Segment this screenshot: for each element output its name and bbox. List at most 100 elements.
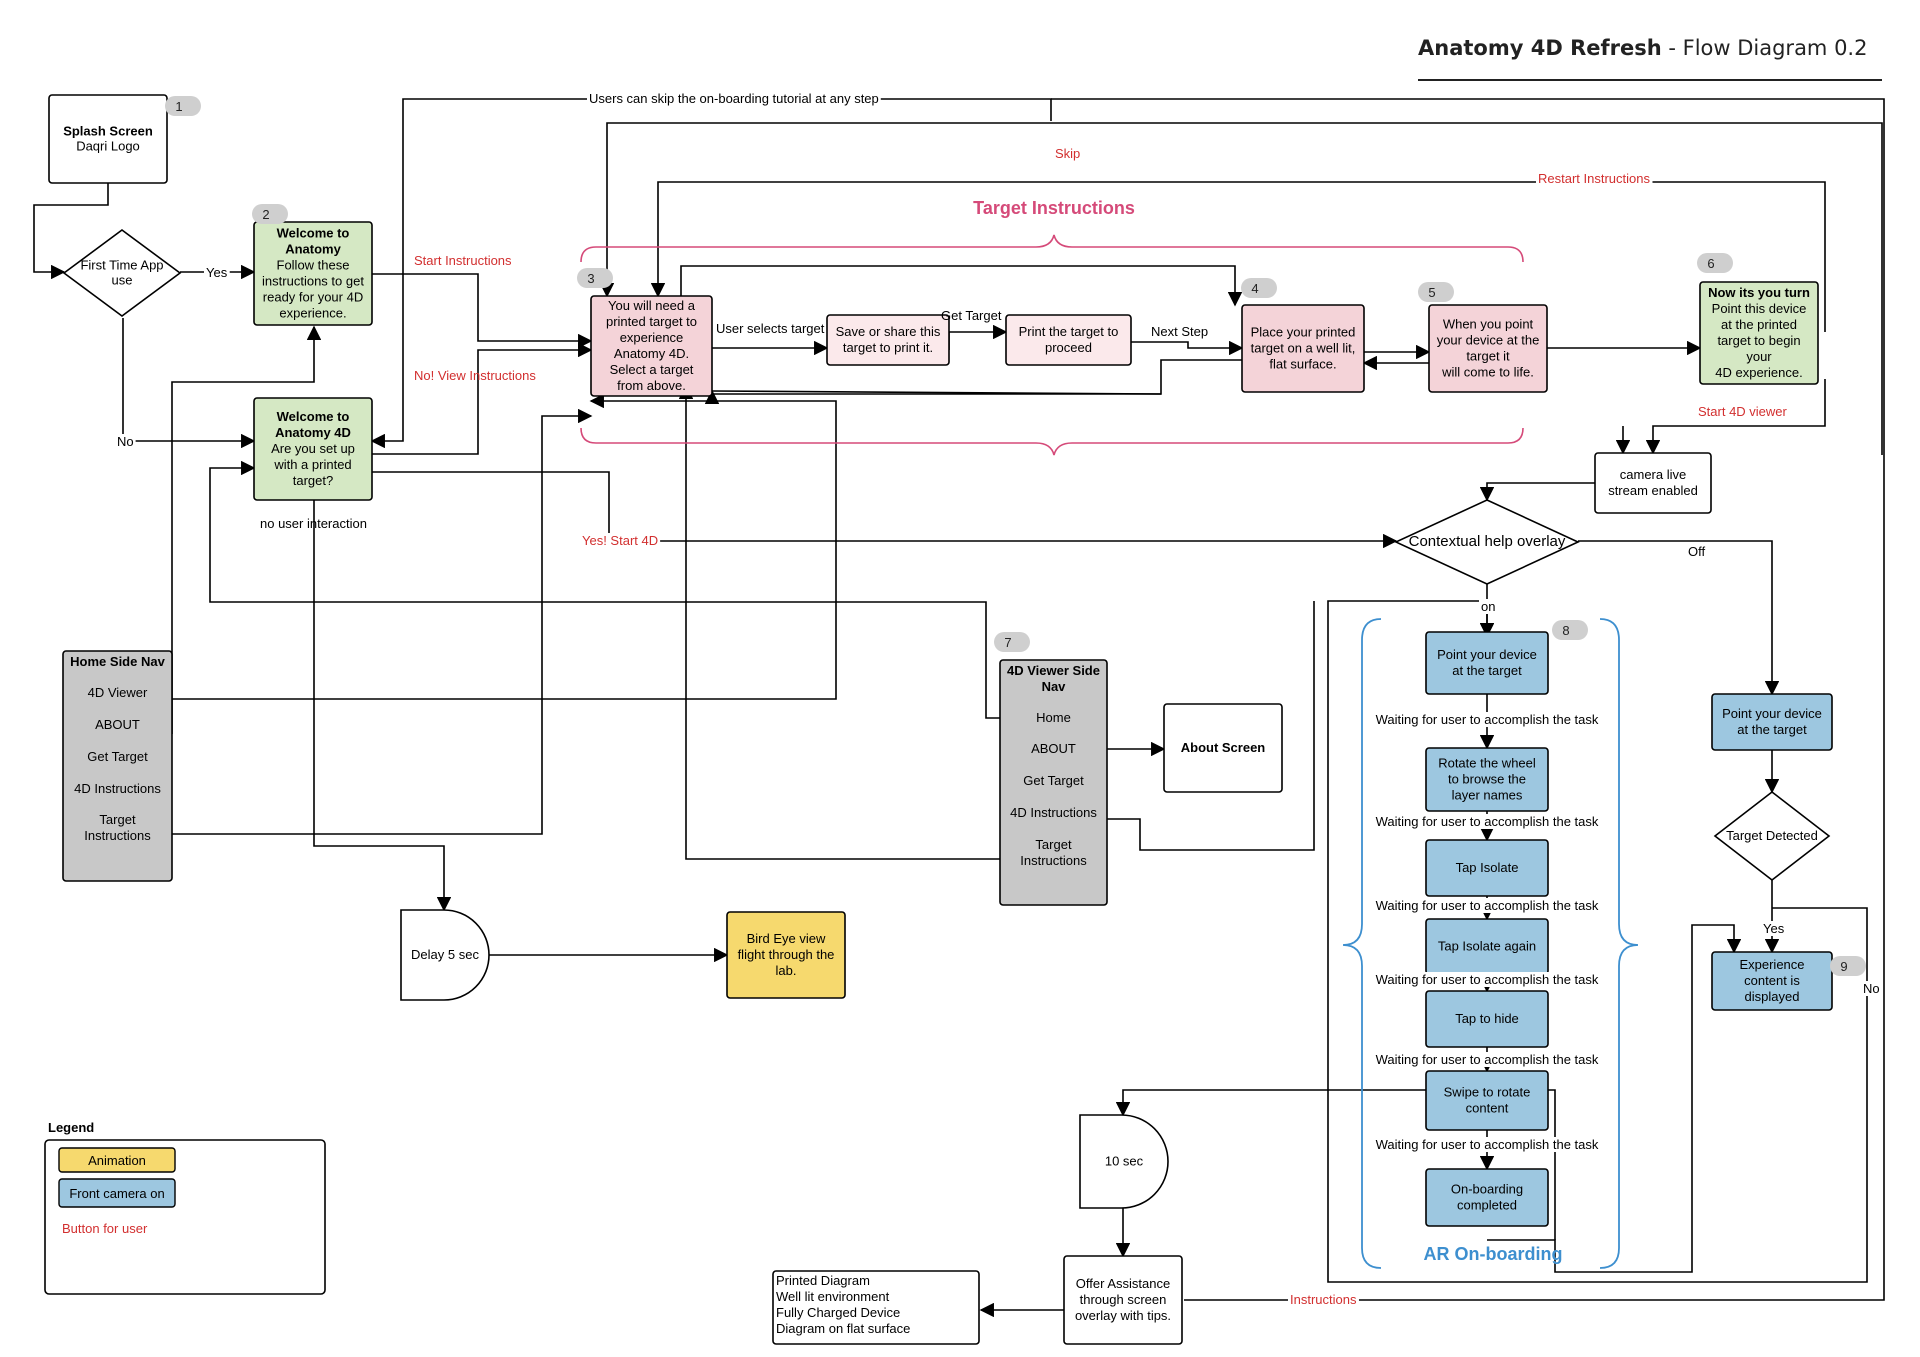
node-contextual: Contextual help overlay	[1394, 499, 1580, 585]
nav-item: Instructions	[1020, 853, 1087, 868]
node-text: will come to life.	[1441, 365, 1534, 380]
node-text: overlay with tips.	[1075, 1308, 1171, 1323]
label-yes-start: Yes! Start 4D	[582, 533, 658, 548]
node-text: Diagram on flat surface	[776, 1321, 910, 1336]
connector-viewer-nav-4dinstr	[1107, 601, 1315, 851]
connector-viewer-nav-target	[678, 384, 1000, 860]
node-box	[1425, 1070, 1549, 1131]
node-ob-hide: Tap to hide	[1425, 990, 1549, 1048]
connector-restart	[650, 181, 1826, 332]
node-text: Tap Isolate again	[1438, 939, 1536, 954]
label-target-instructions: Target Instructions	[973, 198, 1135, 218]
node-text: content is	[1744, 973, 1800, 988]
connector-skip-to-need	[599, 122, 1883, 455]
badge-background	[994, 632, 1030, 652]
label-background	[580, 533, 661, 548]
node-text: Fully Charged Device	[776, 1305, 900, 1320]
node-text: lab.	[776, 963, 797, 978]
node-text: printed target to	[606, 314, 697, 329]
label-background	[1861, 981, 1882, 996]
brace-ar-onboarding	[1342, 618, 1639, 1269]
badge-number: 7	[1004, 635, 1011, 650]
node-text: Splash Screen	[63, 124, 153, 139]
title-underline	[1418, 79, 1882, 81]
connector-nav-to-welcome	[171, 325, 322, 734]
node-text: Daqri Logo	[76, 139, 140, 154]
node-text: Welcome to	[277, 409, 350, 424]
node-text: Delay 5 sec	[411, 947, 479, 962]
node-box	[1711, 951, 1833, 1011]
nav-item: ABOUT	[95, 717, 140, 732]
nav-item: 4D Instructions	[74, 781, 161, 796]
node-text: Anatomy 4D	[275, 425, 351, 440]
node-text: Offer Assistance	[1076, 1276, 1170, 1291]
node-text: Target Detected	[1726, 828, 1818, 843]
connector-need-back	[711, 390, 1162, 395]
connector-to-camera-1	[1645, 379, 1826, 455]
node-text: from above.	[617, 378, 686, 393]
badge-number: 8	[1562, 623, 1569, 638]
label-background	[1373, 1052, 1601, 1067]
node-box	[1594, 452, 1712, 514]
label-waiting: Waiting for user to accomplish the task	[1376, 712, 1599, 727]
node-text: instructions to get	[262, 274, 364, 289]
label-background	[1536, 171, 1653, 186]
node-box	[1425, 747, 1549, 812]
label-user-selects: User selects target	[716, 321, 825, 336]
badge-number: 6	[1707, 256, 1714, 271]
label-background	[1373, 712, 1601, 727]
node-text: target it	[1466, 349, 1510, 364]
node-box	[1425, 1168, 1549, 1227]
node-text: stream enabled	[1608, 483, 1698, 498]
label-ar-onboarding: AR On-boarding	[1424, 1244, 1563, 1264]
node-text: Select a target	[610, 362, 694, 377]
legend-button-label: Button for user	[62, 1221, 148, 1236]
connectors	[33, 98, 1885, 1318]
badge-background	[1697, 253, 1733, 273]
node-box	[1163, 703, 1283, 793]
label-background	[1373, 1137, 1601, 1152]
node-text: experience.	[279, 306, 346, 321]
node-text: your device at the	[1437, 333, 1540, 348]
node-text: Welcome to	[277, 226, 350, 241]
label-waiting: Waiting for user to accomplish the task	[1376, 898, 1599, 913]
diagram-title: Anatomy 4D Refresh - Flow Diagram 0.2	[1418, 36, 1867, 60]
label-get-target: Get Target	[941, 308, 1002, 323]
connector-loop-back	[704, 359, 1242, 404]
connector-nav-4dviewer	[172, 393, 837, 700]
node-text: at the target	[1737, 722, 1807, 737]
label-background	[1373, 898, 1601, 913]
node-box	[1425, 990, 1549, 1048]
node-delay-shape	[1079, 1114, 1169, 1209]
node-box	[772, 1270, 980, 1345]
node-text: experience	[620, 330, 684, 345]
label-background	[204, 265, 230, 280]
node-text: Save or share this	[836, 324, 941, 339]
node-text: your	[1746, 349, 1772, 364]
node-text: Contextual help overlay	[1409, 533, 1566, 550]
nav-item: 4D Viewer Side	[1007, 663, 1100, 678]
node-box	[999, 659, 1108, 906]
node-text: with a printed	[273, 457, 351, 472]
node-box	[1005, 314, 1132, 366]
node-target-detected: Target Detected	[1713, 790, 1831, 882]
connector-next-step	[1131, 340, 1244, 356]
label-background	[587, 91, 881, 106]
nav-item: Home	[1036, 710, 1071, 725]
node-text: at the target	[1452, 663, 1522, 678]
node-text: proceed	[1045, 340, 1092, 355]
node-ten-sec: 10 sec	[1079, 1114, 1169, 1209]
node-text: Experience	[1739, 957, 1804, 972]
